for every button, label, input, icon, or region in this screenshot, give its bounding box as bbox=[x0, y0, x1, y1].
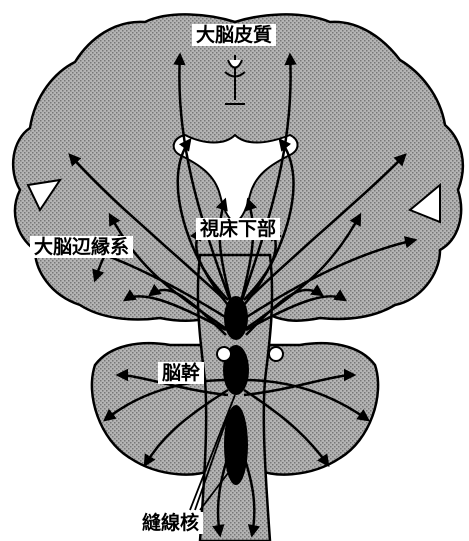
label-raphe: 縫線核 bbox=[138, 512, 203, 534]
label-hypothalamus: 視床下部 bbox=[196, 218, 280, 240]
label-limbic: 大脳辺縁系 bbox=[30, 236, 133, 258]
label-cortex: 大脳皮質 bbox=[192, 24, 276, 46]
label-brainstem: 脳幹 bbox=[158, 362, 204, 384]
nucleus-circle-right bbox=[269, 347, 283, 361]
nucleus-circle-left bbox=[217, 347, 231, 361]
